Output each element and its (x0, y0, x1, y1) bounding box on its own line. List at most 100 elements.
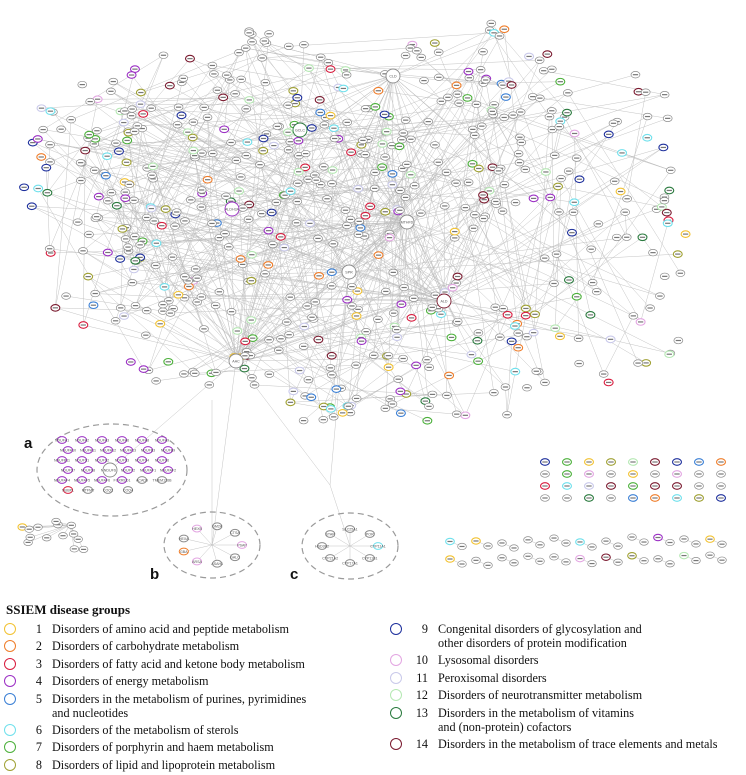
gene-node-label-mark (318, 112, 323, 113)
network-edge (465, 315, 507, 416)
gene-node-label-mark (341, 88, 346, 89)
gene-node-label-mark (244, 155, 249, 156)
gene-node-label-mark (86, 234, 91, 235)
hub-node-label: GCLC (295, 128, 305, 132)
gene-node-label-mark (78, 162, 83, 163)
gene-node-label-mark (455, 94, 460, 95)
gene-node-label-mark (376, 255, 381, 256)
network-edge (289, 33, 494, 47)
gene-node-label-mark (476, 332, 481, 333)
legend-number: 14 (412, 737, 428, 751)
gene-node-label-mark (158, 323, 163, 324)
gene-node-label-mark (222, 129, 227, 130)
gene-node-label-mark (227, 79, 232, 80)
gene-node-label-mark (643, 362, 648, 363)
gene-node-label-mark (213, 372, 218, 373)
gene-node-label-mark (586, 461, 591, 462)
gene-node-label-mark (334, 389, 339, 390)
gene-node-label-mark (707, 539, 712, 540)
gene-node-label-mark (326, 62, 331, 63)
gene-node-label-mark (630, 461, 635, 462)
gene-node-label-mark (120, 228, 125, 229)
gene-node-label: NDUFA9 (155, 438, 169, 442)
gene-node-label-mark (133, 305, 138, 306)
gene-node-label-mark (572, 133, 577, 134)
gene-node-label-mark (331, 416, 336, 417)
gene-node-label-mark (478, 69, 483, 70)
gene-node-label-mark (243, 48, 248, 49)
gene-node-label-mark (543, 171, 548, 172)
gene-node-label-mark (266, 264, 271, 265)
legend-circle-icon (390, 623, 402, 635)
gene-node-label: HSD3B2 (315, 544, 329, 548)
gene-node-label-mark (652, 485, 657, 486)
gene-node-label-mark (60, 535, 65, 536)
gene-node-label-mark (424, 359, 429, 360)
gene-node-label-mark (121, 122, 126, 123)
gene-node-label-mark (631, 315, 636, 316)
gene-node-label-mark (266, 339, 271, 340)
gene-node-label-mark (614, 237, 619, 238)
gene-node-label-mark (696, 461, 701, 462)
gene-node-label: CYP11B1 (362, 556, 378, 560)
gene-node-label-mark (379, 167, 384, 168)
gene-node-label-mark (397, 210, 402, 211)
gene-node-label-mark (357, 221, 362, 222)
gene-node-label-mark (348, 152, 353, 153)
gene-node-label-mark (509, 84, 514, 85)
gene-node-label-mark (519, 142, 524, 143)
gene-node-label-mark (309, 397, 314, 398)
gene-node-label-mark (491, 392, 496, 393)
gene-node-label-mark (397, 190, 402, 191)
gene-node-label-mark (664, 212, 669, 213)
gene-node-label-mark (537, 98, 542, 99)
gene-node-label: NDUFAF5 (74, 478, 90, 482)
gene-node-label-mark (586, 473, 591, 474)
gene-node-label-mark (450, 287, 455, 288)
gene-node-label-mark (657, 295, 662, 296)
gene-node-label: NDUFAF4 (54, 478, 70, 482)
gene-node-label-mark (436, 162, 441, 163)
gene-node-label: TMEM126B (153, 478, 173, 482)
gene-node-label-mark (111, 81, 116, 82)
gene-node-label-mark (589, 249, 594, 250)
network-edge (262, 48, 410, 58)
gene-node-label-mark (132, 236, 137, 237)
gene-node-label-mark (154, 243, 159, 244)
legend-label: Lysosomal disorders (438, 653, 746, 667)
gene-node-label-mark (21, 187, 26, 188)
gene-node-label-mark (576, 363, 581, 364)
gene-node-label-mark (284, 321, 289, 322)
gene-node-label-mark (246, 219, 251, 220)
gene-node-label-mark (382, 156, 387, 157)
gene-node-label: NDUFS6 (155, 458, 169, 462)
gene-node-label: NDUFS4 (135, 458, 149, 462)
gene-node-label-mark (236, 52, 241, 53)
gene-node-label-mark (201, 328, 206, 329)
gene-node-label-mark (39, 108, 44, 109)
gene-node-label-mark (547, 116, 552, 117)
gene-node-label-mark (565, 92, 570, 93)
gene-node-label-mark (247, 204, 252, 205)
gene-node-label-mark (209, 223, 214, 224)
gene-node-label: NDUFA2 (75, 438, 89, 442)
gene-node-label-mark (129, 74, 134, 75)
gene-node-label: POR (366, 532, 374, 536)
gene-node-label: PSAP (237, 543, 247, 547)
gene-node-label-mark (524, 387, 529, 388)
gene-node-label-mark (92, 170, 97, 171)
gene-node-label-mark (270, 244, 275, 245)
gene-node-label-mark (409, 317, 414, 318)
gene-node-label-mark (480, 51, 485, 52)
gene-node-label-mark (659, 206, 664, 207)
gene-node-label-mark (493, 307, 498, 308)
gene-node-label-mark (586, 485, 591, 486)
gene-node-label-mark (552, 155, 557, 156)
gene-node-label-mark (69, 525, 74, 526)
legend-number: 8 (26, 758, 42, 772)
gene-node-label-mark (80, 84, 85, 85)
gene-node-label-mark (321, 406, 326, 407)
gene-node-label-mark (667, 354, 672, 355)
gene-node-label-mark (549, 69, 554, 70)
gene-node-label-mark (47, 144, 52, 145)
